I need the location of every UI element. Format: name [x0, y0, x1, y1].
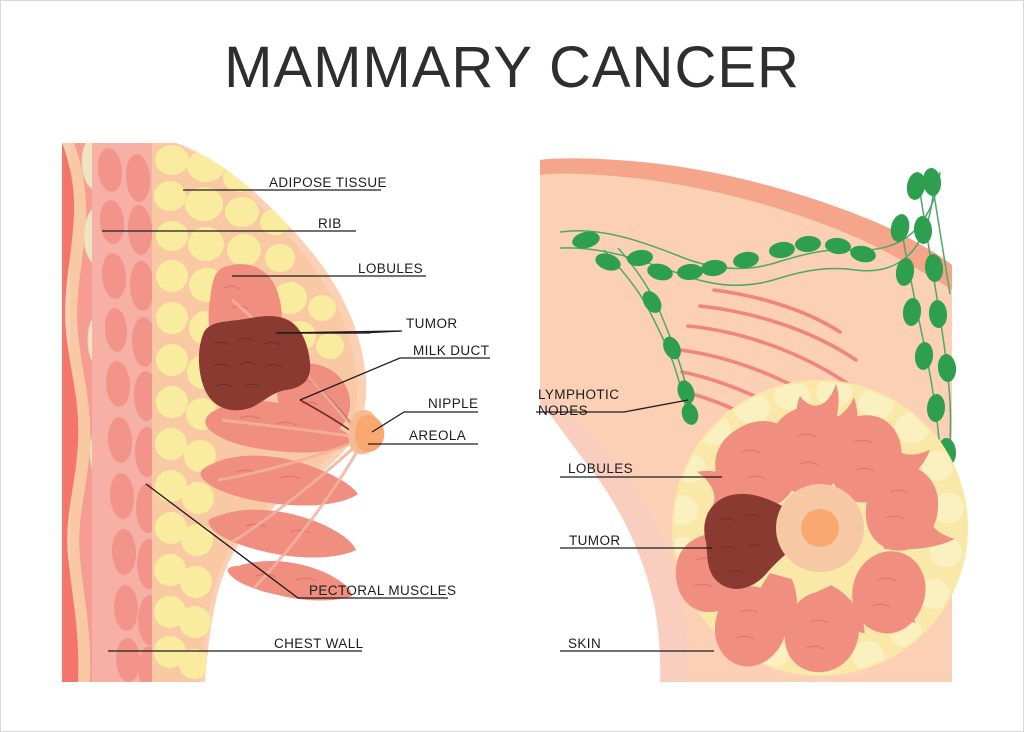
right-skin-outer-band	[540, 158, 952, 290]
left-tumor-group	[198, 315, 311, 411]
label-lymphotic-nodes: LYMPHOTIC NODES	[538, 387, 620, 418]
chest-wall-strip	[62, 143, 79, 682]
label-adipose-tissue: ADIPOSE TISSUE	[269, 175, 387, 190]
nipple-shape	[354, 414, 385, 452]
right-leader-lines	[536, 399, 722, 652]
pectoral-muscle-group	[92, 143, 152, 682]
label-tumor: TUMOR	[406, 316, 458, 331]
label-pectoral-muscles: PECTORAL MUSCLES	[309, 583, 457, 598]
right-nipple	[801, 509, 839, 547]
label-chest-wall: CHEST WALL	[274, 636, 364, 651]
page-title: MAMMARY CANCER	[224, 35, 800, 100]
right-skin-lower-band	[540, 390, 689, 682]
label-nipple: NIPPLE	[428, 396, 479, 411]
leader-milk-duct	[299, 357, 490, 401]
label-areola: AREOLA	[409, 428, 467, 443]
label-skin: SKIN	[568, 636, 602, 651]
right-diagram-artwork	[540, 158, 968, 683]
label-right-lobules: LOBULES	[568, 461, 634, 476]
right-breast-disc	[672, 380, 968, 676]
leader-pectoral	[145, 483, 448, 599]
label-right-tumor: TUMOR	[569, 533, 621, 548]
label-milk-duct: MILK DUCT	[413, 343, 490, 358]
leader-lymphotic-nodes	[536, 399, 689, 413]
leader-nipple	[371, 411, 478, 433]
label-lobules: LOBULES	[358, 261, 424, 276]
left-leader-lines	[102, 189, 490, 652]
label-rib: RIB	[318, 216, 342, 231]
left-diagram-artwork	[62, 143, 385, 682]
leader-tumor-line	[275, 330, 401, 334]
